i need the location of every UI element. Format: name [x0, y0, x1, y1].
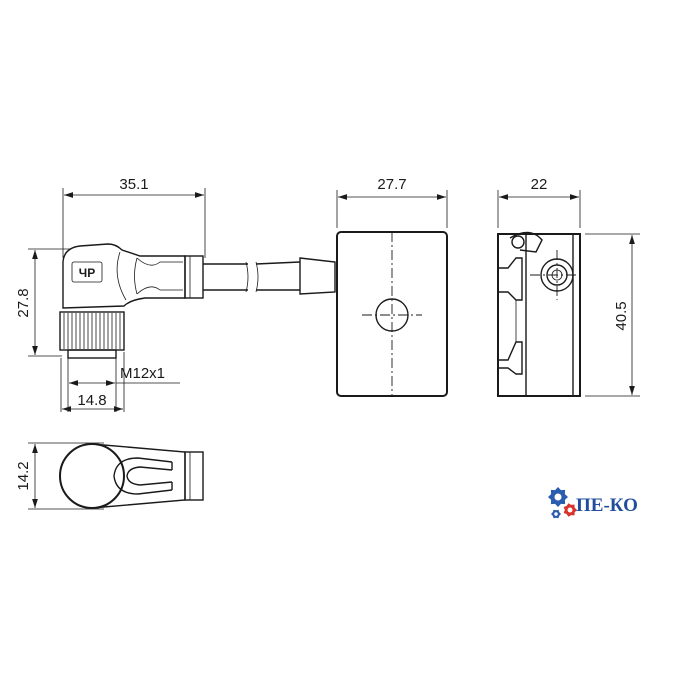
brand-badge: [71, 261, 103, 283]
cable: [203, 257, 336, 295]
dim-thread: M12x1: [120, 365, 165, 382]
dim-connector-height: 27.8: [15, 288, 32, 317]
dim-connector-thickness: 14.2: [15, 461, 32, 490]
mounting-hole: [375, 298, 409, 332]
dim-thread-width: 14.8: [77, 392, 106, 409]
bend-relief: [184, 255, 204, 299]
gear-hub: [554, 493, 562, 501]
dim-connector-length: 35.1: [119, 176, 148, 193]
housing-front-view: 27.7: [336, 176, 448, 397]
dim-housing-width: 27.7: [377, 176, 406, 193]
connector-top-view: 14.2: [15, 442, 204, 510]
gear-hub: [554, 512, 558, 516]
brand-logo-text: ПЕ-КО: [576, 495, 638, 516]
cable-strain-relief: [299, 257, 336, 295]
brand-logo: ПЕ-КО: [548, 487, 638, 519]
brand-badge-text: ЧР: [79, 266, 95, 280]
housing-side-body: [497, 233, 581, 397]
knurl-lines: [63, 313, 121, 349]
dim-housing-height: 40.5: [613, 301, 630, 330]
gear-hub: [567, 507, 573, 513]
connector-body: [62, 243, 186, 309]
connector-side-view: 35.1 27.8 ЧР M12x1 14.8: [15, 176, 206, 412]
dim-housing-depth: 22: [531, 176, 548, 193]
gear-icon: [548, 487, 577, 519]
housing-side-view: 22 40.5: [497, 176, 640, 397]
